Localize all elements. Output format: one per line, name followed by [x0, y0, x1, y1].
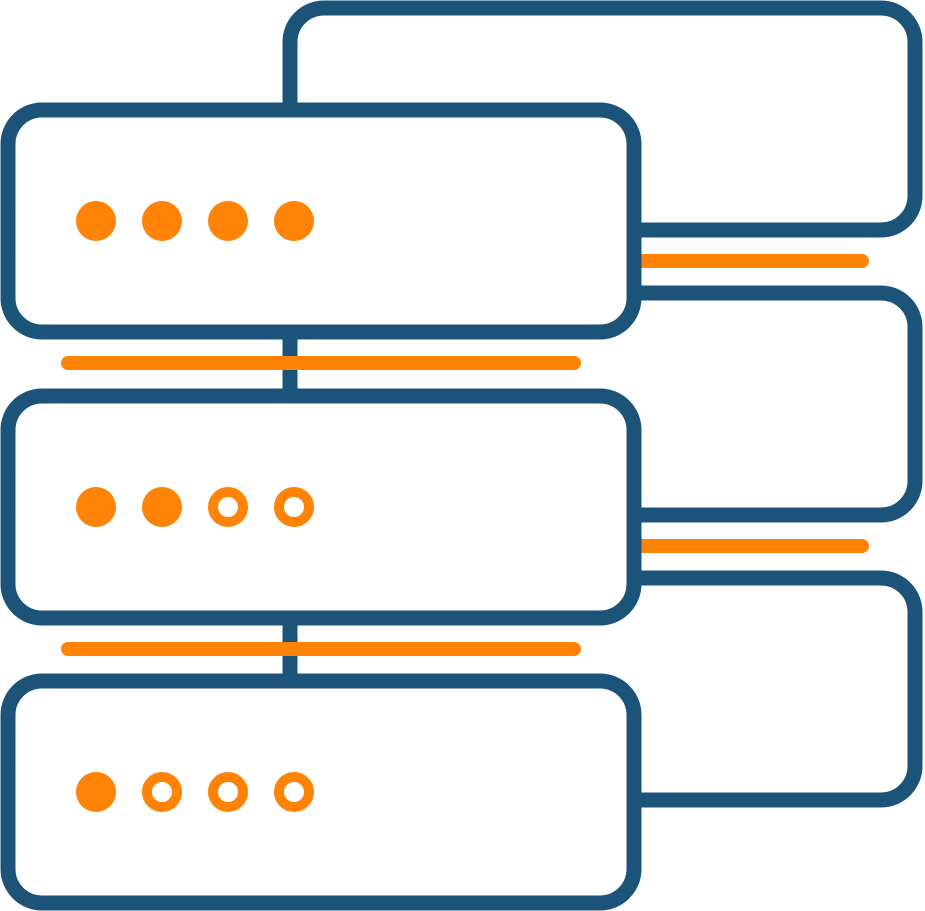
- server-unit-frame: [0, 388, 642, 626]
- front-server-unit-2: [0, 388, 642, 626]
- status-light-on-icon: [142, 201, 182, 241]
- status-light-off-icon: [208, 487, 248, 527]
- status-light-on-icon: [76, 487, 116, 527]
- status-light-on-icon: [76, 201, 116, 241]
- status-light-off-icon: [208, 772, 248, 812]
- front-server-unit-1: [0, 102, 642, 340]
- status-light-off-icon: [274, 772, 314, 812]
- status-light-on-icon: [274, 201, 314, 241]
- status-light-on-icon: [208, 201, 248, 241]
- server-unit-frame: [0, 673, 642, 911]
- front-server-units: [0, 102, 642, 911]
- front-separator-lines: [61, 356, 581, 656]
- status-light-off-icon: [274, 487, 314, 527]
- right-separator-lines: [633, 254, 869, 553]
- status-light-on-icon: [76, 772, 116, 812]
- server-unit-frame: [0, 102, 642, 340]
- front-server-unit-3: [0, 673, 642, 911]
- status-light-on-icon: [142, 487, 182, 527]
- status-light-off-icon: [142, 772, 182, 812]
